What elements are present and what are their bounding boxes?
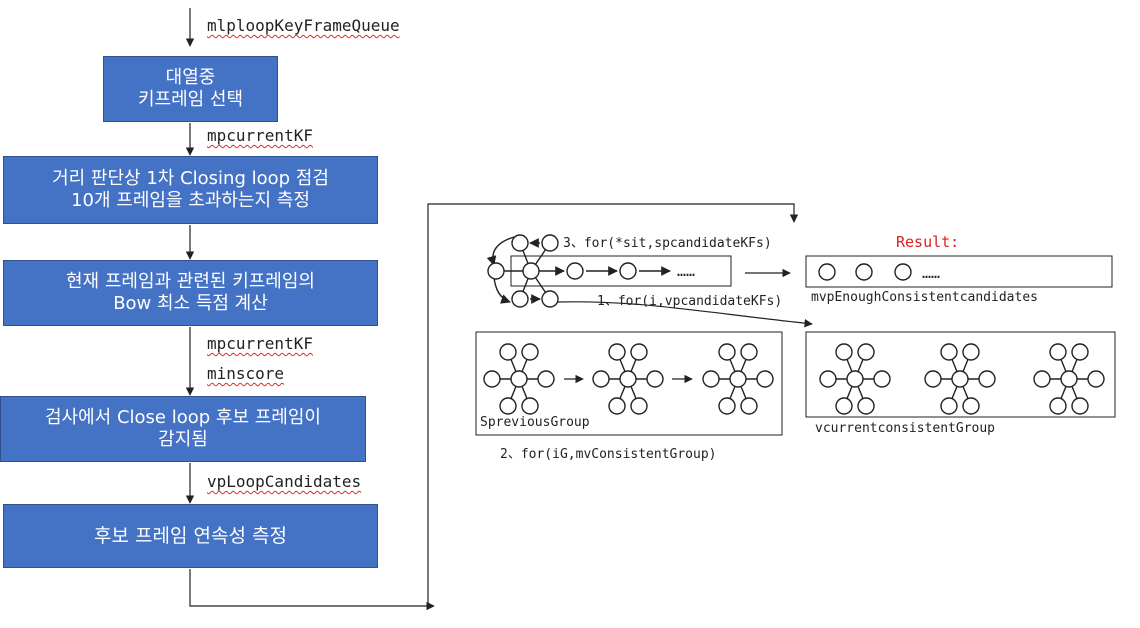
star-clusters <box>483 343 1105 415</box>
star-cluster <box>592 343 664 415</box>
loop3-label: 3、for(*sit,spcandidateKFs) <box>563 236 772 251</box>
star-cluster <box>819 343 891 415</box>
keyframe-node <box>510 370 528 388</box>
keyframe-node <box>1049 397 1067 415</box>
label-keyframe-queue: mlploopKeyFrameQueue <box>207 16 400 35</box>
keyframe-node <box>630 343 648 361</box>
step-select-keyframe-line1: 대열중 <box>165 67 216 89</box>
step-continuity: 후보 프레임 연속성 측정 <box>3 504 378 568</box>
keyframe-node <box>962 343 980 361</box>
keyframe-node <box>537 370 555 388</box>
keyframe-node <box>1071 397 1089 415</box>
keyframe-node <box>857 397 875 415</box>
keyframe-node <box>1049 343 1067 361</box>
label-current-kf-1: mpcurrentKF <box>207 126 313 145</box>
keyframe-node <box>978 370 996 388</box>
step-distance-check-line1: 거리 판단상 1차 Closing loop 점검 <box>52 168 329 190</box>
label-loop-candidates: vpLoopCandidates <box>207 472 362 491</box>
step-continuity-line1: 후보 프레임 연속성 측정 <box>94 524 287 547</box>
keyframe-node <box>835 343 853 361</box>
keyframe-node <box>1087 370 1105 388</box>
keyframe-node <box>835 397 853 415</box>
keyframe-node <box>924 370 942 388</box>
keyframe-node <box>940 397 958 415</box>
step-detect-candidates-line1: 검사에서 Close loop 후보 프레임이 <box>45 407 321 429</box>
keyframe-node <box>608 397 626 415</box>
step-detect-candidates-line2: 감지됨 <box>158 429 208 450</box>
keyframe-node <box>521 397 539 415</box>
step-bow-minscore: 현재 프레임과 관련된 키프레임의 Bow 최소 득점 계산 <box>3 260 378 326</box>
keyframe-node <box>630 397 648 415</box>
star-cluster <box>1033 343 1105 415</box>
result-label: Result: <box>896 233 960 251</box>
keyframe-node <box>857 343 875 361</box>
flow-arrows <box>185 8 799 611</box>
keyframe-node <box>1033 370 1051 388</box>
keyframe-node <box>846 370 864 388</box>
loop2-label: 2、for(iG,mvConsistentGroup) <box>500 447 717 462</box>
step-detect-candidates: 검사에서 Close loop 후보 프레임이 감지됨 <box>0 396 366 462</box>
to-current-group-arrow <box>556 301 813 328</box>
keyframe-node <box>1060 370 1078 388</box>
keyframe-node <box>962 397 980 415</box>
dots-result: …… <box>922 264 941 282</box>
keyframe-node <box>718 343 736 361</box>
keyframe-node <box>608 343 626 361</box>
candidate-cluster <box>486 234 732 308</box>
result-box <box>805 255 1113 288</box>
step-bow-minscore-line1: 현재 프레임과 관련된 키프레임의 <box>65 271 315 293</box>
keyframe-node <box>702 370 720 388</box>
previous-group-label: SpreviousGroup <box>480 415 590 430</box>
step-distance-check: 거리 판단상 1차 Closing loop 점검 10개 프레임을 초과하는지… <box>3 156 378 224</box>
dots-candidates: …… <box>677 262 696 280</box>
keyframe-node <box>729 370 747 388</box>
label-minscore: minscore <box>207 364 285 383</box>
keyframe-node <box>951 370 969 388</box>
current-consistent-label: vcurrentconsistentGroup <box>815 421 996 436</box>
keyframe-node <box>718 397 736 415</box>
step-select-keyframe: 대열중 키프레임 선택 <box>103 56 278 122</box>
keyframe-node <box>499 397 517 415</box>
previous-group-box <box>475 331 783 436</box>
star-cluster <box>924 343 996 415</box>
keyframe-node <box>521 343 539 361</box>
star-cluster <box>483 343 555 415</box>
keyframe-node <box>592 370 610 388</box>
keyframe-node <box>646 370 664 388</box>
step-select-keyframe-line2: 키프레임 선택 <box>137 89 244 110</box>
enough-consistent-label: mvpEnoughConsistentcandidates <box>811 290 1038 305</box>
keyframe-node <box>819 370 837 388</box>
keyframe-node <box>499 343 517 361</box>
keyframe-node <box>756 370 774 388</box>
keyframe-node <box>1071 343 1089 361</box>
step-bow-minscore-line2: Bow 최소 득점 계산 <box>113 293 268 314</box>
keyframe-node <box>873 370 891 388</box>
star-cluster <box>702 343 774 415</box>
keyframe-node <box>619 370 637 388</box>
step-distance-check-line2: 10개 프레임을 초과하는지 측정 <box>71 190 310 211</box>
label-current-kf-2: mpcurrentKF <box>207 334 313 353</box>
current-group-box <box>805 331 1116 418</box>
keyframe-node <box>740 343 758 361</box>
keyframe-node <box>483 370 501 388</box>
keyframe-node <box>740 397 758 415</box>
keyframe-node <box>940 343 958 361</box>
